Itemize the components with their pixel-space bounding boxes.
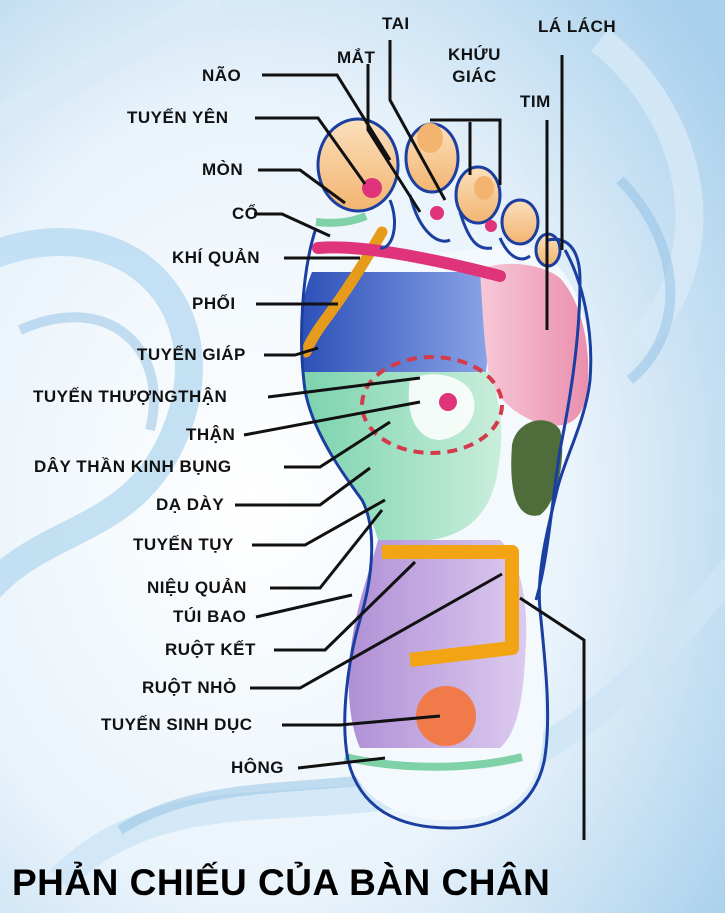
leader-lines <box>235 40 586 840</box>
label-tai: TAI <box>382 14 410 33</box>
label-khi-quan: KHÍ QUẢN <box>172 248 261 267</box>
label-mon: MÒN <box>202 160 244 179</box>
label-ruot-nho: RUỘT NHỎ <box>142 678 237 697</box>
trachea-band <box>300 226 388 358</box>
label-co: CỔ <box>232 204 259 223</box>
gonad-circle <box>416 686 476 746</box>
label-tuyen-tuy: TUYẾN TỤY <box>133 535 234 554</box>
label-la-lach: LÁ LÁCH <box>538 17 617 36</box>
colon-band <box>382 545 519 667</box>
label-tuyen-giap: TUYẾN GIÁP <box>137 345 246 364</box>
label-tuyen-yen: TUYẾN YÊN <box>127 108 229 127</box>
label-tuyen-sinh-duc: TUYẾN SINH DỤC <box>101 715 253 734</box>
neck-band <box>315 212 368 227</box>
label-ruot-ket: RUỘT KẾT <box>165 640 256 659</box>
foot-outline-inner <box>379 194 531 261</box>
label-tui-bao: TÚI BAO <box>173 607 247 626</box>
label-tim: TIM <box>520 92 551 111</box>
label-nao: NÃO <box>202 66 242 85</box>
label-hong: HÔNG <box>231 758 284 777</box>
heart-region <box>480 263 589 426</box>
spleen-outline <box>534 237 582 601</box>
adrenal-dashed <box>360 355 504 455</box>
label-mat: MẮT <box>337 48 376 67</box>
kidney-dot <box>439 393 457 411</box>
foot-outline <box>300 227 593 830</box>
label-than: THẬN <box>186 425 236 444</box>
label-khuu-giac: KHỨU GIÁC <box>448 45 501 86</box>
intestine-region <box>348 540 527 748</box>
label-da-day: DẠ DÀY <box>156 495 225 514</box>
diagram-title: PHẢN CHIẾU CỦA BÀN CHÂN <box>12 862 551 903</box>
label-tuyen-thuong-than: TUYẾN THƯỢNGTHẬN <box>33 387 228 406</box>
spleen-region <box>511 420 563 516</box>
label-nieu-quan: NIỆU QUẢN <box>147 578 247 597</box>
label-phoi: PHỔI <box>192 294 236 313</box>
label-day-than-kinh-bung: DÂY THẦN KINH BỤNG <box>34 457 232 476</box>
bronchus-band <box>312 241 506 282</box>
toes <box>316 117 562 268</box>
